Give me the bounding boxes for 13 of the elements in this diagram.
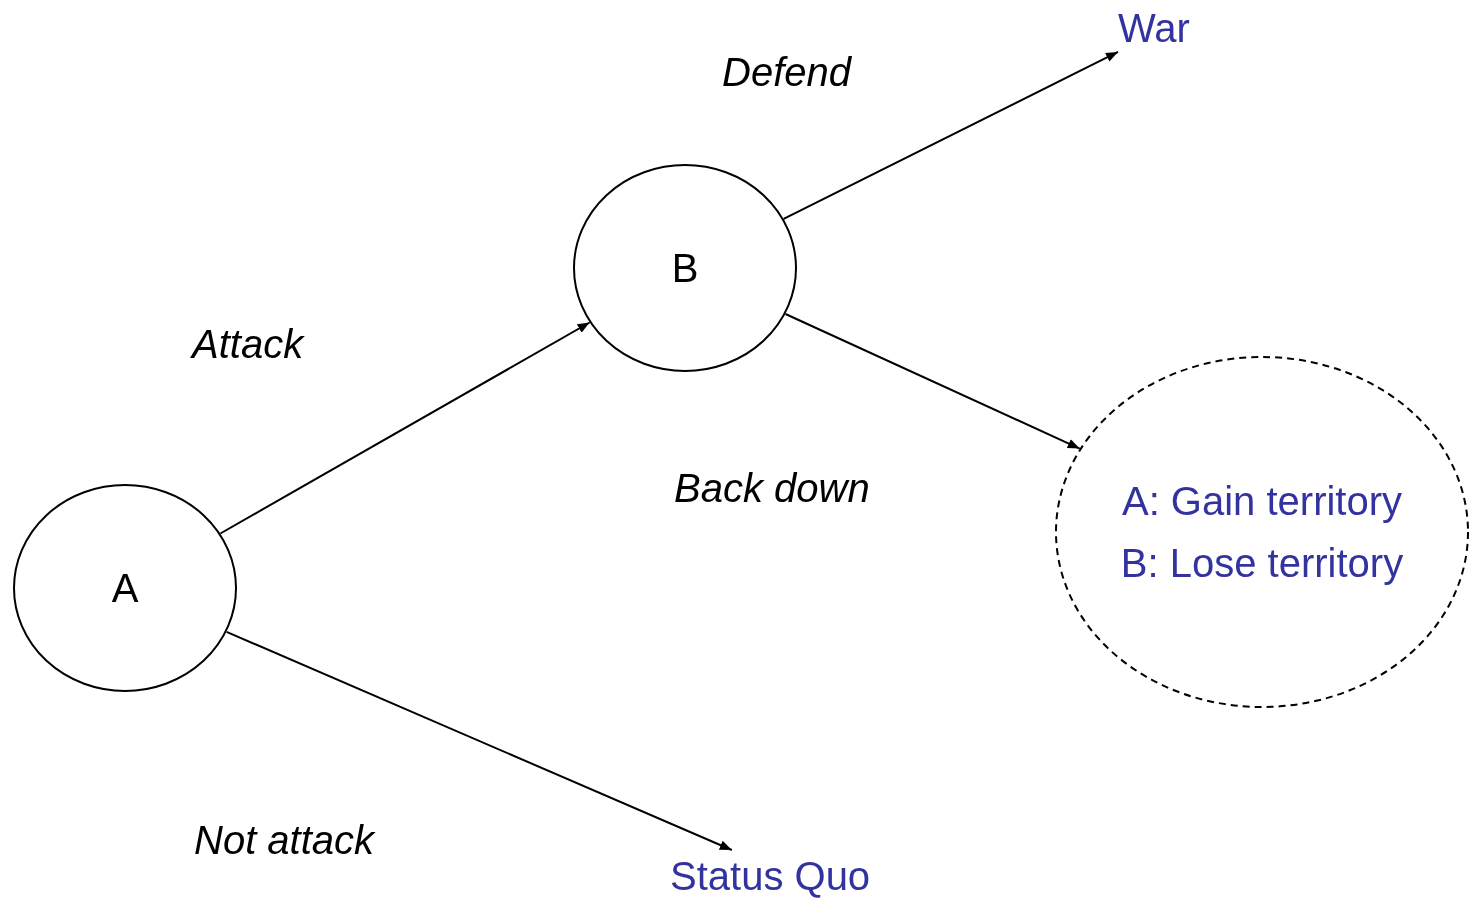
outcome-text: B: Lose territory: [1120, 540, 1404, 586]
decision-node-circle: [13, 484, 237, 692]
outcome-text: A: Gain territory: [1121, 478, 1403, 524]
arrow: [219, 321, 591, 535]
outcome-ellipse: [1055, 356, 1469, 708]
player-label: A: [111, 565, 139, 611]
decision-node-circle: [573, 164, 797, 372]
arrow: [784, 312, 1081, 450]
outcome-text: Status Quo: [670, 853, 871, 899]
arrow: [782, 50, 1119, 220]
outcome-text: War: [1118, 5, 1190, 51]
player-label: B: [671, 245, 699, 291]
arrow: [225, 630, 733, 851]
